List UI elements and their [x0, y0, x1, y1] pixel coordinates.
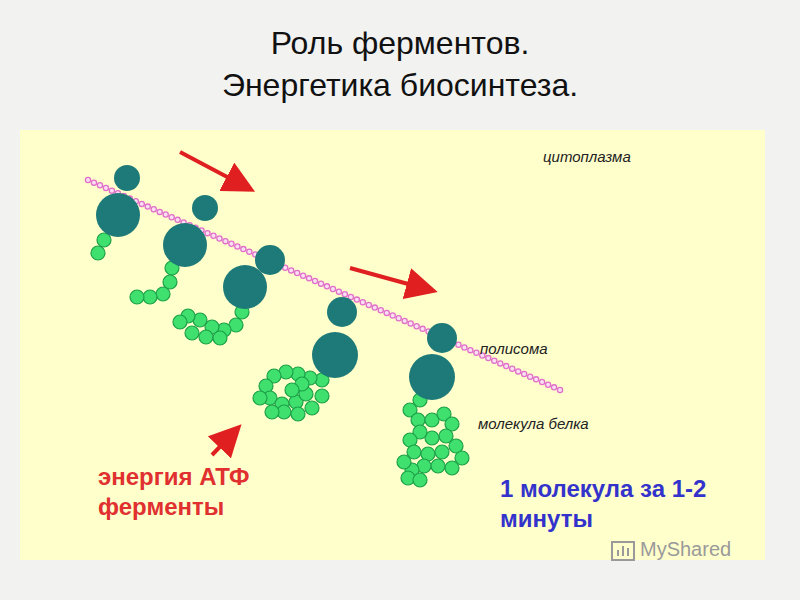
region-label: цитоплазма: [543, 148, 631, 165]
note-blue: 1 молекула за 1-2 минуты: [500, 474, 730, 534]
part-label: полисома: [480, 340, 548, 357]
protein-chains: [91, 233, 469, 487]
mrna-strand: [85, 177, 562, 392]
part-label: молекула белка: [478, 415, 589, 432]
slide-title: Роль ферментов. Энергетика биосинтеза.: [190, 22, 610, 106]
watermark-icon: [612, 542, 634, 560]
ribosomes: [96, 165, 457, 400]
note-red: энергия АТФ ферменты: [98, 462, 298, 522]
watermark: MyShared: [640, 538, 731, 561]
red-arrows: [180, 152, 430, 455]
